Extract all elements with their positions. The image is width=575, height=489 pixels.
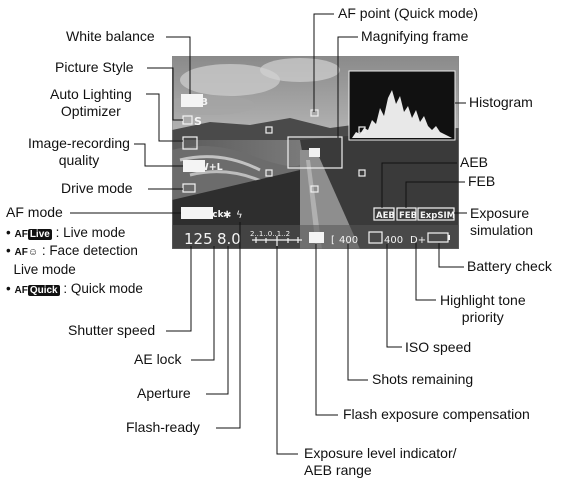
label-picture-style: Picture Style: [55, 59, 134, 75]
label-battery-check: Battery check: [467, 258, 552, 274]
leader-lines: [70, 13, 467, 455]
osd-awb: AWB: [182, 97, 208, 108]
label-highlight-tone-priority: Highlight tone priority: [440, 292, 526, 325]
osd-drive-icon: [182, 183, 196, 193]
osd-feb: FEB: [399, 211, 417, 221]
osd-af-mode: AFQuick: [182, 210, 225, 220]
label-exposure-simulation: Exposure simulation: [470, 205, 534, 238]
osd-expsim: ExpSIM: [420, 211, 455, 221]
label-af-point: AF point (Quick mode): [338, 5, 479, 21]
osd-aeb: AEB: [376, 211, 395, 221]
label-ae-lock: AE lock: [134, 351, 182, 367]
label-flash-ready: Flash-ready: [126, 419, 200, 435]
label-shutter-speed: Shutter speed: [68, 322, 156, 338]
osd-picture-style: S: [194, 115, 202, 128]
label-af-mode: AF mode: [6, 204, 63, 220]
osd-icons: AWB S RAW+L AFQuick ✱ ϟ AEB FEB ExpSIM: [181, 94, 455, 221]
label-magnifying-frame: Magnifying frame: [361, 28, 469, 44]
osd-exposure-ticks: [252, 236, 302, 246]
osd-iso-icon: [368, 231, 383, 244]
histogram-panel: [348, 70, 456, 141]
osd-image-quality: RAW+L: [184, 162, 223, 173]
osd-aperture: 8.0: [217, 230, 241, 248]
label-white-balance: White balance: [66, 28, 155, 44]
osd-alo-icon: [182, 136, 198, 150]
magnifying-frame: [287, 136, 343, 169]
af-point-center: [309, 148, 320, 157]
label-aeb: AEB: [460, 154, 489, 170]
svg-text:[: [: [331, 235, 335, 246]
label-exposure-level-indicator: Exposure level indicator/ AEB range: [304, 445, 457, 478]
osd-flash-comp-icon: [309, 232, 324, 243]
label-iso-speed: ISO speed: [405, 339, 472, 355]
label-aperture: Aperture: [137, 385, 191, 401]
label-drive-mode: Drive mode: [61, 180, 133, 196]
af-face-icon: AF☺: [14, 247, 39, 258]
label-shots-remaining: Shots remaining: [372, 371, 474, 387]
osd-shutter: 125: [184, 230, 213, 248]
osd-ae-lock-icon: ✱: [223, 210, 231, 221]
label-feb: FEB: [468, 173, 496, 189]
label-image-quality: Image-recording quality: [28, 135, 130, 168]
osd-flash-icon: ϟ: [236, 210, 243, 221]
osd-iso: 400: [384, 235, 403, 246]
osd-shots: 400: [339, 235, 358, 246]
af-mode-face: • AF☺ : Face detection Live mode: [6, 243, 138, 277]
label-histogram: Histogram: [469, 94, 533, 110]
label-auto-lighting-optimizer: Auto Lighting Optimizer: [50, 86, 132, 119]
osd-exposure-scale: 2..1..0..1..2: [250, 230, 290, 238]
osd-highlight-icon: D+: [410, 235, 426, 246]
label-flash-exposure-compensation: Flash exposure compensation: [343, 406, 530, 422]
